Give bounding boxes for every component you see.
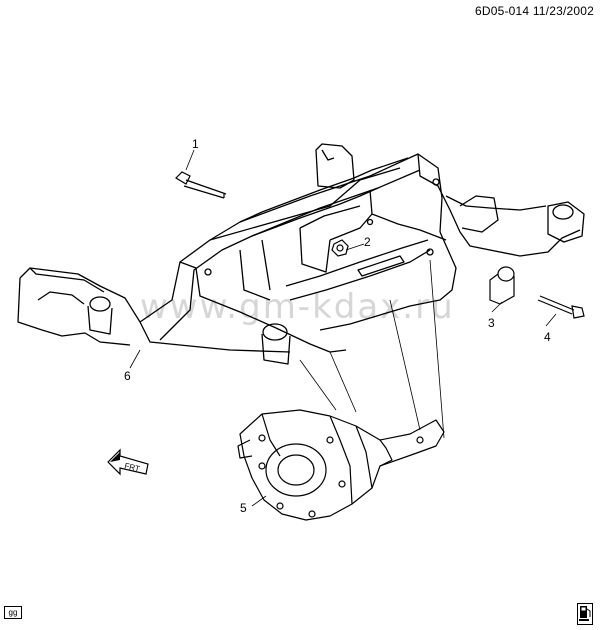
- front-direction-arrow-icon: FRT: [107, 448, 149, 476]
- rear-suspension-cradle: [17, 143, 585, 365]
- callout-2: 2: [364, 235, 371, 249]
- callout-1: 1: [192, 137, 199, 151]
- nut-2: [331, 239, 349, 257]
- callout-3: 3: [488, 316, 495, 330]
- differential-5: [237, 409, 445, 521]
- leader-lines: [129, 149, 557, 507]
- callout-4: 4: [544, 330, 551, 344]
- drawing-code: 6D05-014 11/23/2002: [474, 4, 594, 18]
- front-direction-label: FRT: [124, 461, 141, 473]
- bolt-1: [175, 171, 227, 199]
- callout-6: 6: [124, 369, 131, 383]
- bolt-4: [537, 295, 585, 319]
- callout-5: 5: [240, 501, 247, 515]
- bushing-3: [489, 266, 515, 305]
- fuel-pump-icon: [577, 603, 593, 625]
- corner-tag: gg: [4, 606, 22, 619]
